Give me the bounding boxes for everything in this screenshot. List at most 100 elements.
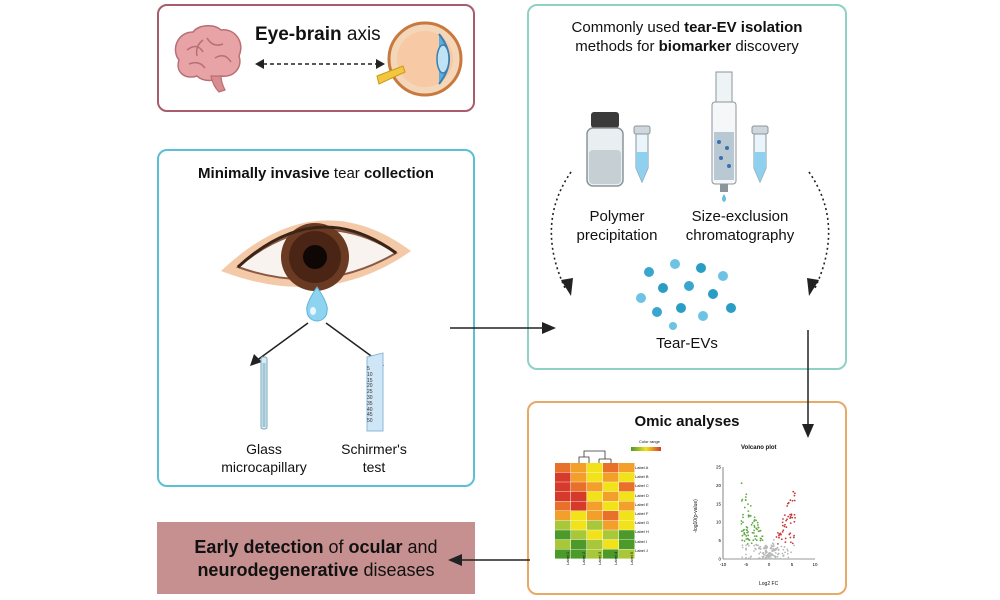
volcano-point [761,535,764,538]
volcano-point [759,551,762,554]
volcano-point [755,519,758,522]
volcano-point [740,522,743,525]
volcano-point [741,546,744,549]
volcano-point [753,532,755,534]
heatmap-cell [587,491,603,501]
volcano-point [763,553,766,556]
heatmap-cell [619,491,635,501]
volcano-point [768,551,771,554]
volcano-point [747,516,750,518]
heatmap-row-label: Label D [635,492,649,498]
eye-icon [221,220,411,291]
volcano-point [741,556,744,559]
heatmap-cell [555,472,571,482]
volcano-point [740,530,743,533]
volcano-point [749,557,752,560]
heatmap-cell [555,549,571,559]
volcano-point [759,537,762,540]
volcano-point [787,515,790,518]
dotted-arrow-left [550,171,573,296]
volcano-point [786,518,788,521]
heatmap-cell [555,491,571,501]
volcano-point [793,534,796,537]
heatmap-cell [555,520,571,530]
arrow-collection-to-isolation [450,322,556,334]
heatmap [555,463,635,559]
heatmap-cell [587,501,603,511]
heatmap-cell [619,463,635,473]
volcano-point [776,531,779,534]
heatmap-row-label: Label C [635,483,649,489]
volcano-point [744,496,747,499]
heatmap-cell [603,501,619,511]
volcano-point [777,543,779,545]
volcano-point [757,547,760,550]
volcano-point [789,541,792,544]
heatmap-cell [571,491,587,501]
eye-anatomy-icon [376,21,463,97]
volcano-point [782,548,785,551]
heatmap-cell [619,530,635,540]
eye-brain-title: Eye-brain axis [255,24,381,45]
volcano-point [792,490,795,493]
heatmap-cell [587,472,603,482]
heatmap-cell [571,530,587,540]
heatmap-col-label: Label 5 [629,551,634,565]
volcano-point [751,531,754,534]
heatmap-cell [619,539,635,549]
volcano-point [785,526,788,529]
volcano-point [753,520,755,523]
volcano-point [744,498,747,501]
schirmer-tick: 35 [367,400,373,407]
color-range-label: Color range [639,439,660,444]
heatmap-cell [603,520,619,530]
volcano-point [772,538,775,541]
volcano-point [794,516,796,519]
volcano-y-tick: 10 [716,520,722,525]
volcano-point [790,513,793,516]
volcano-point [776,557,779,560]
volcano-point [742,521,744,524]
volcano-point [772,543,775,546]
volcano-point [769,555,771,558]
volcano-point [789,532,792,535]
volcano-point [791,516,794,519]
heatmap-cell [571,539,587,549]
schirmer-tick: 5 [367,366,370,372]
omics-title: Omic analyses [634,413,740,430]
heatmap-cell [555,539,571,549]
volcano-point [749,504,752,507]
volcano-point [749,556,752,558]
polymer-bottle-icon [586,112,624,187]
schirmer-strip-icon [366,352,384,432]
eye-brain-panel: Eye-brain axis [157,4,475,112]
volcano-title: Volcano plot [741,445,777,451]
heatmap-cell [587,482,603,492]
volcano-point [774,555,777,558]
brain-icon [174,25,242,93]
volcano-point [746,531,748,534]
volcano-point [747,510,750,513]
heatmap-row-label: Label E [635,501,649,507]
heatmap-cell [603,463,619,473]
heatmap-cell [603,482,619,492]
volcano-point [757,530,760,533]
heatmap-row-label: Label I [635,538,648,544]
heatmap-cell [619,549,635,559]
volcano-point [786,502,789,505]
volcano-point [755,539,758,542]
heatmap-col-label: Label 4 [613,551,618,565]
heatmap-cell [571,463,587,473]
volcano-point [740,482,743,485]
volcano-point [745,553,747,556]
volcano-point [777,552,780,555]
volcano-point [781,552,784,555]
heatmap-cell [571,520,587,530]
heatmap-cell [619,511,635,521]
volcano-point [761,555,764,558]
volcano-point [775,536,778,538]
volcano-point [765,558,768,560]
